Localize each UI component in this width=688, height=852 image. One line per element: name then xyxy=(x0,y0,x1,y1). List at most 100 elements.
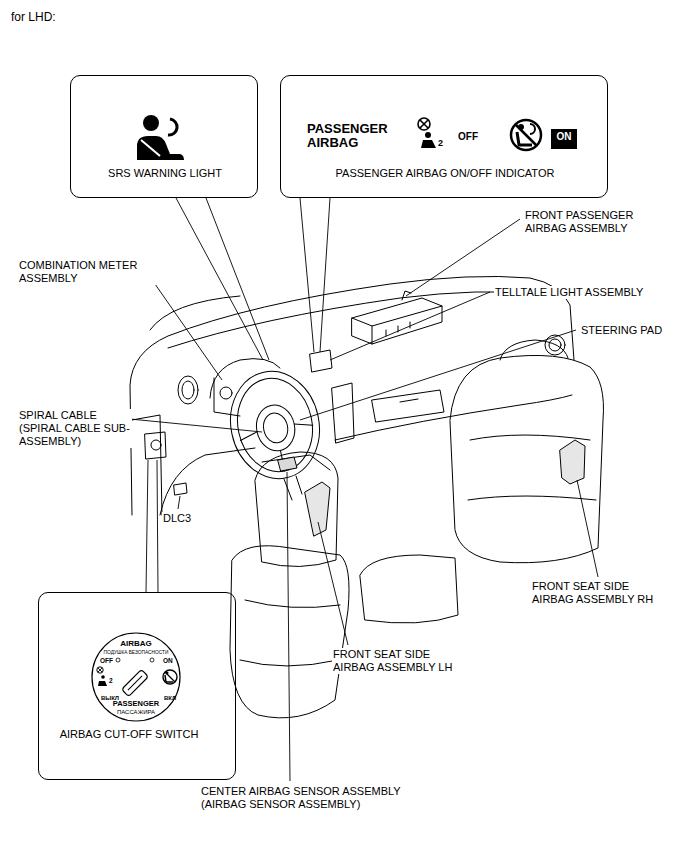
node-text: ON xyxy=(163,657,173,664)
leader-line xyxy=(287,472,290,781)
heading-note: for LHD: xyxy=(10,10,57,24)
icon-head xyxy=(143,115,159,131)
part-label: CENTER AIRBAG SENSOR ASSEMBLY (AIRBAG SE… xyxy=(200,785,437,811)
part-label: SPIRAL CABLE (SPIRAL CABLE SUB-ASSEMBLY) xyxy=(18,409,132,448)
air-vent xyxy=(545,335,565,355)
glove-box xyxy=(372,390,444,422)
dial-knob xyxy=(122,670,149,697)
air-vent xyxy=(178,376,198,404)
cut-off-switch xyxy=(145,432,166,459)
node-text: 2 xyxy=(438,138,443,148)
dashboard-outline xyxy=(130,276,574,515)
callout-tail xyxy=(300,198,330,352)
srs-icon xyxy=(137,115,184,160)
dial-dot xyxy=(116,658,120,662)
wheel-rim xyxy=(221,363,330,487)
wheel-spoke xyxy=(239,420,321,478)
leader-line xyxy=(577,480,598,577)
icon-belt xyxy=(141,140,160,156)
node-text: AIRBAG CUT-OFF SWITCH xyxy=(60,728,199,741)
part-label: FRONT PASSENGER AIRBAG ASSEMBLY xyxy=(524,209,651,235)
air-vent xyxy=(549,339,561,351)
leader-line xyxy=(318,522,348,645)
part-label: DLC3 xyxy=(162,512,192,525)
leader-line xyxy=(178,496,180,509)
seat-seam xyxy=(240,600,340,666)
wheel-rim xyxy=(229,371,321,478)
airbag-on-icon xyxy=(511,120,541,150)
center-console xyxy=(262,455,330,470)
node-text: ПАССАЖИРА xyxy=(117,709,155,716)
seat-cushion xyxy=(360,555,458,623)
steering-pad xyxy=(252,401,299,454)
icon-body xyxy=(421,140,436,148)
node-text: AIRBAG xyxy=(120,639,152,648)
dial-ring xyxy=(92,633,180,721)
icon-slash xyxy=(165,672,175,682)
dlc3-connector xyxy=(174,483,187,495)
part-label: STEERING PAD xyxy=(580,324,663,337)
air-vent xyxy=(182,381,194,399)
part-label: FRONT SEAT SIDE AIRBAG ASSEMBLY LH xyxy=(332,648,474,674)
icon-airbag xyxy=(168,119,177,135)
center-stack xyxy=(332,383,354,443)
icon-airbag xyxy=(530,124,535,134)
dial-circle: AIRBAGПОДУШКА БЕЗОПАСНОСТИOFFON2ВЫКЛВКЛP… xyxy=(91,632,181,722)
part-label: COMBINATION METER ASSEMBLY xyxy=(18,259,180,285)
knob-line xyxy=(128,676,142,690)
node-text: ON xyxy=(557,131,572,143)
seat-back xyxy=(450,355,603,562)
leader-line xyxy=(330,292,490,360)
node-text: ПОДУШКА БЕЗОПАСНОСТИ xyxy=(104,650,169,656)
interior-drawing xyxy=(130,276,603,717)
node-text: SRS WARNING LIGHT xyxy=(108,167,222,180)
leader-line xyxy=(300,330,576,420)
indicator-box: ON xyxy=(551,129,577,149)
node-text: PASSENGER xyxy=(113,700,160,709)
leader-line xyxy=(120,418,262,432)
knob-slot xyxy=(122,670,149,697)
steering-wheel xyxy=(221,363,330,487)
icon-ring xyxy=(163,670,177,684)
leader-line xyxy=(148,274,222,380)
part-label: TELLTALE LIGHT ASSEMBLY xyxy=(494,286,644,299)
module-bolts xyxy=(386,322,410,336)
icon-slash xyxy=(515,124,537,146)
cut-off-switch xyxy=(151,440,161,450)
dash-lower-edge xyxy=(160,448,255,515)
airbag-sensor xyxy=(278,457,297,471)
combination-meter xyxy=(214,378,240,416)
callout-tail xyxy=(146,460,158,592)
passenger-airbag-module xyxy=(352,298,442,344)
node-text: PASSENGER AIRBAG xyxy=(307,122,403,149)
passenger-airbag-module xyxy=(352,306,442,344)
callout-box: AIRBAG CUT-OFF SWITCH AIRBAG ПОДУШКА БЕЗОП… xyxy=(38,592,236,780)
telltale-light xyxy=(310,350,332,372)
icon-cross xyxy=(98,668,102,672)
side-airbag xyxy=(305,482,330,536)
icon-body xyxy=(137,136,184,160)
dial-dot xyxy=(150,658,154,662)
icon-head xyxy=(101,675,105,679)
airbag-off-icon xyxy=(418,118,436,148)
windshield-base xyxy=(168,292,540,348)
dial-details xyxy=(97,658,177,696)
node-text: PASSENGER AIRBAG ON/OFF INDICATOR xyxy=(336,167,555,180)
icon-body xyxy=(98,681,107,686)
callout-box: SRS WARNING LIGHT xyxy=(70,75,258,198)
icon-airbag xyxy=(97,667,103,673)
callout-box: PASSENGER AIRBAG2OFFPASSENGER AIRBAG ON/… xyxy=(280,75,608,198)
glove-box-handle xyxy=(400,399,418,402)
part-label: FRONT SEAT SIDE AIRBAG ASSEMBLY RH xyxy=(531,580,673,606)
head-rest xyxy=(500,340,568,360)
node-text: ВКЛ xyxy=(164,695,176,702)
icon-cross xyxy=(420,120,428,128)
cowl-line xyxy=(150,296,240,330)
spiral-cable xyxy=(261,411,291,445)
meter-dial xyxy=(220,387,232,399)
seat-seam xyxy=(468,435,596,500)
icon-head xyxy=(425,132,431,138)
icon-airbag xyxy=(418,118,430,130)
node-text: OFF xyxy=(100,657,113,664)
